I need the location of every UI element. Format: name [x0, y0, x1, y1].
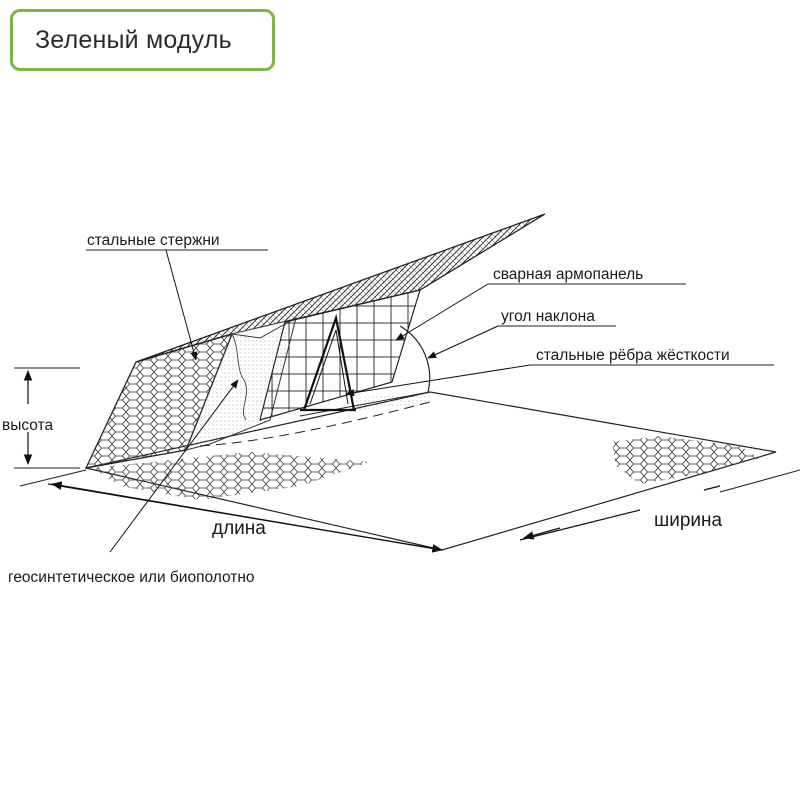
- width-dimension: [519, 469, 800, 541]
- ground-plane: [85, 391, 777, 551]
- label-width: ширина: [654, 510, 723, 531]
- steel-rib: [300, 313, 356, 412]
- page-title: Зеленый модуль: [35, 25, 232, 54]
- label-height: высота: [2, 417, 54, 434]
- title-badge: Зеленый модуль: [10, 9, 275, 71]
- label-length: длина: [212, 518, 266, 539]
- ground-mesh-left: [92, 452, 370, 500]
- ground-mesh-right: [612, 436, 760, 484]
- height-dimension: [14, 367, 80, 469]
- length-dimension: [19, 469, 444, 553]
- slope-angle-arc: [399, 325, 431, 393]
- label-geotextile: геосинтетическое или биополотно: [8, 569, 255, 586]
- label-steel-rods: стальные стержни: [87, 232, 220, 249]
- leader-lines: [86, 249, 774, 553]
- label-slope-angle: угол наклона: [501, 308, 595, 325]
- label-welded-panel: сварная армопанель: [493, 266, 643, 283]
- label-steel-ribs: стальные рёбра жёсткости: [536, 347, 730, 364]
